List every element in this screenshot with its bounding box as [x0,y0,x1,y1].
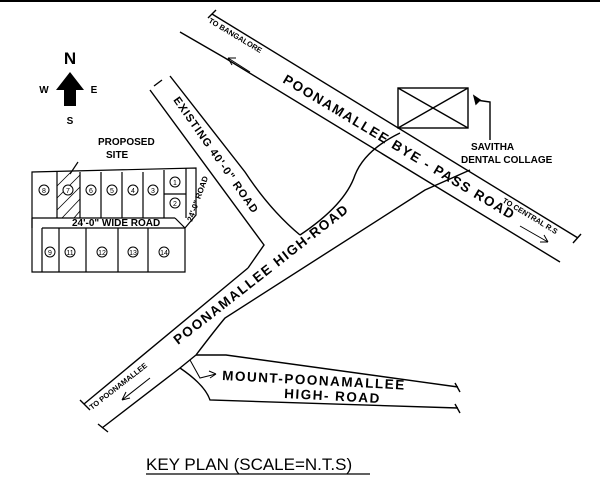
college-cross-b [397,87,469,129]
plot-number: 5 [110,188,114,195]
plot-number: 13 [129,250,137,257]
label-proposed: PROPOSED [98,137,155,148]
label-wide-road: 24'-0" WIDE ROAD [72,218,160,229]
compass-north: N [64,49,76,68]
proposed-leader-line [69,161,79,175]
label-to-bangalore: TO BANGALORE [207,16,264,55]
plot-number: 6 [89,188,93,195]
bypass-road-top-edge [211,13,579,239]
existing-road [149,75,301,269]
college-building [397,87,469,129]
high-road-junction-curve [299,132,401,236]
arrow-mount-road-icon [208,370,217,379]
plot-number: 3 [151,188,155,195]
high-road-top-left-edge [83,267,249,405]
label-mount-road-line2: HIGH- ROAD [284,386,381,406]
plot-number: 12 [98,250,106,257]
direction-arrows [121,57,549,401]
label-road-24: 24'-0" ROAD [185,175,210,223]
mount-road-top-edge [196,354,459,388]
plot-number: 11 [66,250,73,257]
plot-number: 1 [173,180,177,187]
plot-number: 7 [66,188,70,195]
label-existing-road: EXISTING 40'-0" ROAD [171,95,261,216]
mount-road-curve-arrow [189,359,217,379]
label-site: SITE [106,150,129,161]
savitha-college-block [397,87,491,140]
college-leader-line [475,99,491,140]
plot-number: 8 [42,188,46,195]
bypass-road-bottom-edge [179,31,561,263]
compass-west: W [39,85,49,96]
wide-road-corner [174,217,186,229]
existing-road-left-edge [149,89,265,269]
mount-road-breaks [454,382,461,414]
compass-south: S [67,116,74,127]
plot-number: 2 [173,201,177,208]
label-savitha: SAVITHA [471,142,514,153]
high-road [79,132,471,433]
high-road-bottom-right-edge [195,169,471,356]
plot-number: 9 [48,250,52,257]
label-high-road: POONAMALLEE HIGH-ROAD [171,201,352,347]
mount-road [179,354,461,414]
arrow-to-central-icon [519,225,549,243]
existing-road-right-edge [169,75,301,236]
mount-road-bottom-edge [179,367,459,409]
compass: N S E W [39,49,97,127]
plot-number: 4 [131,188,135,195]
label-dental-college: DENTAL COLLAGE [461,155,553,166]
high-road-breaks [79,399,109,433]
plot-number-labels: 8 7 6 5 4 3 1 2 9 11 12 13 14 [42,180,177,257]
arrow-to-bangalore-icon [227,57,251,73]
key-plan-title: KEY PLAN (SCALE=N.T.S) [146,455,352,474]
bypass-road [179,9,582,263]
plot-number: 14 [160,250,168,257]
plots-layout [31,161,197,273]
arrow-to-poonamallee-icon [121,377,151,401]
plot-numbers [38,176,181,258]
north-arrow-icon [56,72,84,106]
bypass-road-breaks [207,9,582,244]
compass-east: E [91,85,98,96]
existing-road-break [153,79,163,87]
